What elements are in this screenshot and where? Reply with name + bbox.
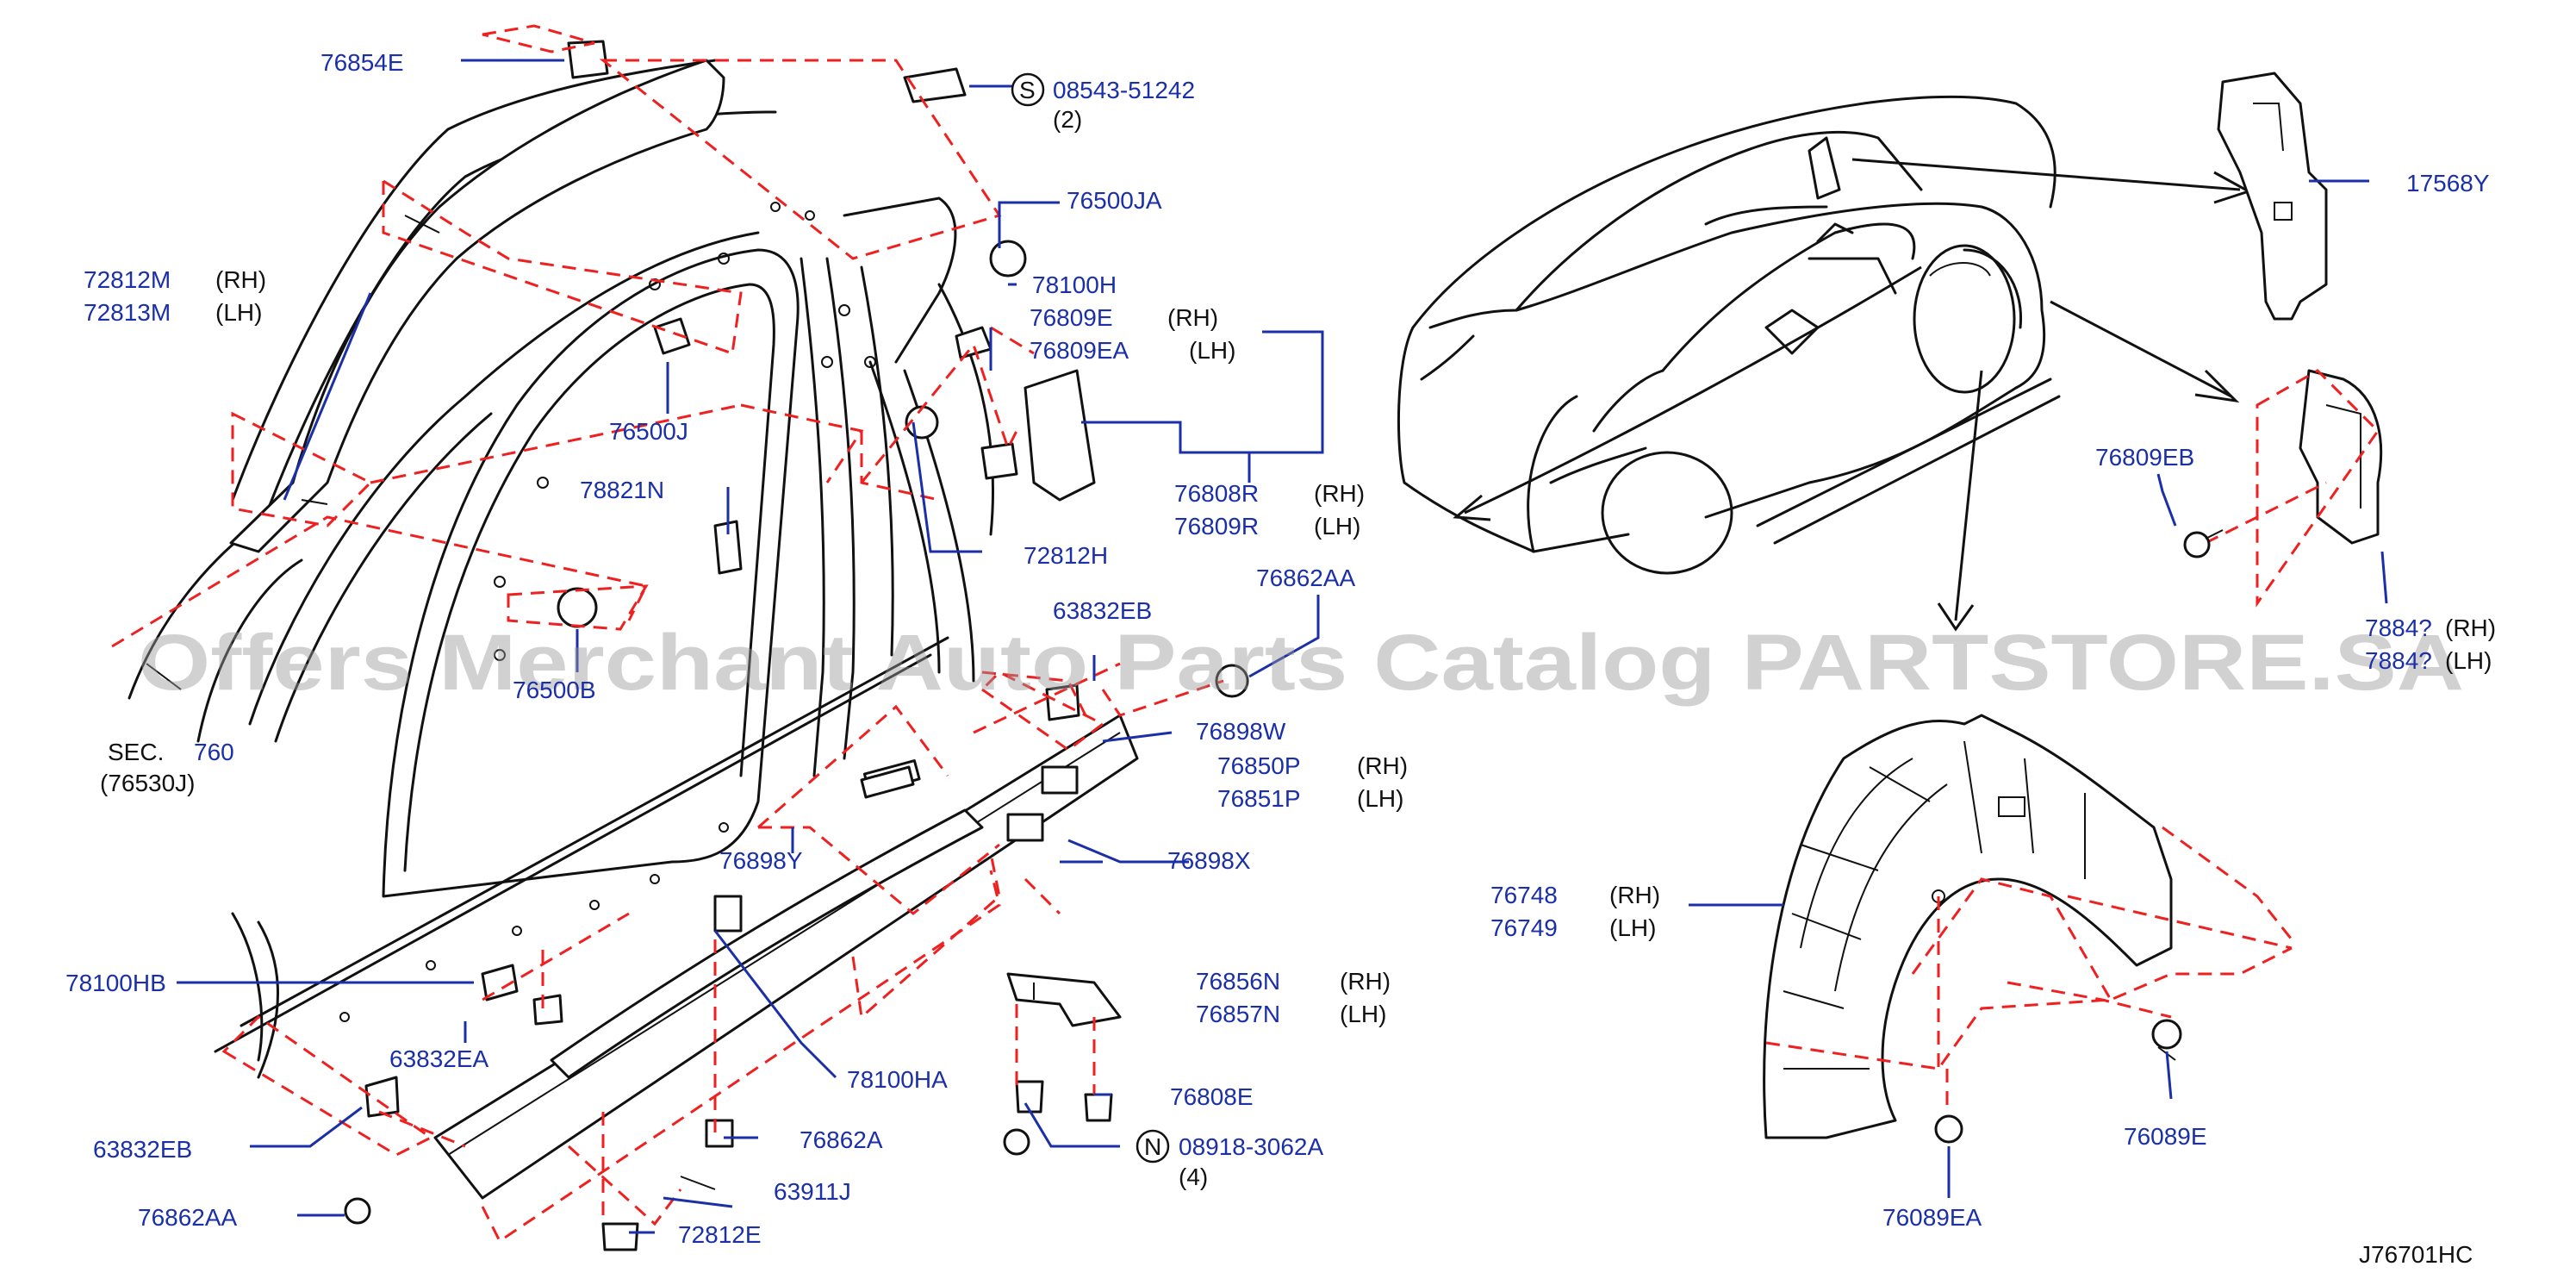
label-76854E[interactable]: 76854E [320, 49, 404, 76]
wheel-house-liner [1763, 714, 2173, 1139]
part-labels: 76854E S 08543-51242 (2) 76500JA 78100H … [65, 49, 2496, 1268]
dash-7884x [2256, 369, 2380, 608]
marker-s: S [1019, 77, 1036, 103]
diagram-code: J76701HC [2359, 1241, 2473, 1268]
side-76809E: (RH) [1167, 304, 1218, 331]
leader-lines [177, 59, 2388, 1234]
label-08918-3062A[interactable]: 08918-3062A [1179, 1133, 1323, 1160]
side-7884x-rh: (RH) [2445, 615, 2496, 641]
label-76500B[interactable]: 76500B [513, 677, 596, 703]
front-side-panel-76808R [1024, 369, 1096, 502]
label-76856N[interactable]: 76856N [1196, 968, 1280, 995]
side-76808R: (RH) [1314, 480, 1365, 507]
label-17568Y[interactable]: 17568Y [2406, 170, 2490, 197]
side-76809EA: (LH) [1189, 337, 1235, 364]
side-76749: (LH) [1609, 914, 1656, 941]
label-76862AA-bottom[interactable]: 76862AA [138, 1204, 238, 1231]
rocker-cover [433, 714, 1139, 1200]
qty-08918: (4) [1179, 1164, 1208, 1190]
label-76862A[interactable]: 76862A [800, 1126, 883, 1153]
side-76850P: (RH) [1357, 752, 1408, 779]
liner-fasteners [1934, 1019, 2182, 1144]
label-78821N [713, 520, 743, 575]
label-76862AA-top[interactable]: 76862AA [1256, 565, 1356, 591]
marker-n: N [1144, 1133, 1161, 1160]
side-76851P: (LH) [1357, 785, 1403, 812]
bracket-76856N [1006, 972, 1122, 1027]
label-76898Y [860, 765, 915, 799]
callout-arrows [1453, 158, 2252, 632]
label-76748[interactable]: 76748 [1490, 882, 1558, 908]
label-63911J[interactable]: 63911J [774, 1178, 851, 1205]
watermark: Offers Merchant Auto Parts Catalog PARTS… [138, 619, 2464, 707]
label-76898Y[interactable]: 76898Y [719, 847, 803, 874]
label-78100HB[interactable]: 78100HB [65, 970, 166, 996]
label-76500J[interactable]: 76500J [609, 418, 688, 445]
clip-76809EB [2183, 529, 2224, 558]
label-76808E[interactable]: 76808E [1170, 1083, 1254, 1110]
label-76089E[interactable]: 76089E [2124, 1123, 2207, 1150]
label-76898W[interactable]: 76898W [1196, 718, 1286, 745]
label-72812M[interactable]: 72812M [84, 266, 171, 293]
label-78100HA[interactable]: 78100HA [847, 1066, 948, 1093]
label-63832EB-bottom[interactable]: 63832EB [93, 1136, 192, 1163]
label-72813M[interactable]: 72813M [84, 299, 171, 326]
dash-76809EB [2205, 481, 2327, 545]
label-76500JA[interactable]: 76500JA [1067, 187, 1162, 214]
side-72813M: (LH) [215, 299, 262, 326]
label-76809EA[interactable]: 76809EA [1030, 337, 1129, 364]
label-76857N[interactable]: 76857N [1196, 1001, 1280, 1027]
label-76850P[interactable]: 76850P [1217, 752, 1301, 779]
part-7884x-splash-guard [2299, 369, 2383, 545]
side-72812M: (RH) [215, 266, 266, 293]
label-76898X[interactable]: 76898X [1167, 847, 1251, 874]
label-7884x-rh[interactable]: 7884? [2365, 615, 2432, 641]
label-76809R[interactable]: 76809R [1174, 513, 1259, 540]
sec-number[interactable]: 760 [194, 739, 234, 765]
assembly-lines-liner [1765, 826, 2293, 1112]
label-76809E[interactable]: 76809E [1030, 304, 1113, 331]
side-7884x-lh: (LH) [2445, 647, 2492, 674]
label-78100H[interactable]: 78100H [1032, 271, 1117, 298]
label-76089EA[interactable]: 76089EA [1882, 1204, 1982, 1231]
side-76856N: (RH) [1340, 968, 1391, 995]
label-76749[interactable]: 76749 [1490, 914, 1558, 941]
circled-markers [1011, 72, 1170, 1164]
sec-ref: (76530J) [100, 770, 196, 796]
qty-08543: (2) [1053, 106, 1082, 133]
side-76857N: (LH) [1340, 1001, 1386, 1027]
side-76809R: (LH) [1314, 513, 1360, 540]
label-72812E[interactable]: 72812E [678, 1221, 762, 1248]
label-63832EB-top[interactable]: 63832EB [1053, 597, 1152, 624]
fasteners-left [146, 40, 1249, 1251]
label-76809EB[interactable]: 76809EB [2095, 444, 2194, 471]
label-63832EA[interactable]: 63832EA [389, 1045, 489, 1072]
roof-rail-finisher [229, 59, 725, 553]
label-7884x-lh[interactable]: 7884? [2365, 647, 2432, 674]
label-78821N[interactable]: 78821N [580, 477, 664, 503]
label-76808R[interactable]: 76808R [1174, 480, 1259, 507]
label-08543-51242[interactable]: 08543-51242 [1053, 77, 1195, 103]
side-76748: (RH) [1609, 882, 1660, 908]
sec-label: SEC. [108, 739, 164, 765]
label-72812H[interactable]: 72812H [1024, 542, 1108, 569]
label-76851P[interactable]: 76851P [1217, 785, 1301, 812]
part-17568Y [2217, 72, 2328, 321]
